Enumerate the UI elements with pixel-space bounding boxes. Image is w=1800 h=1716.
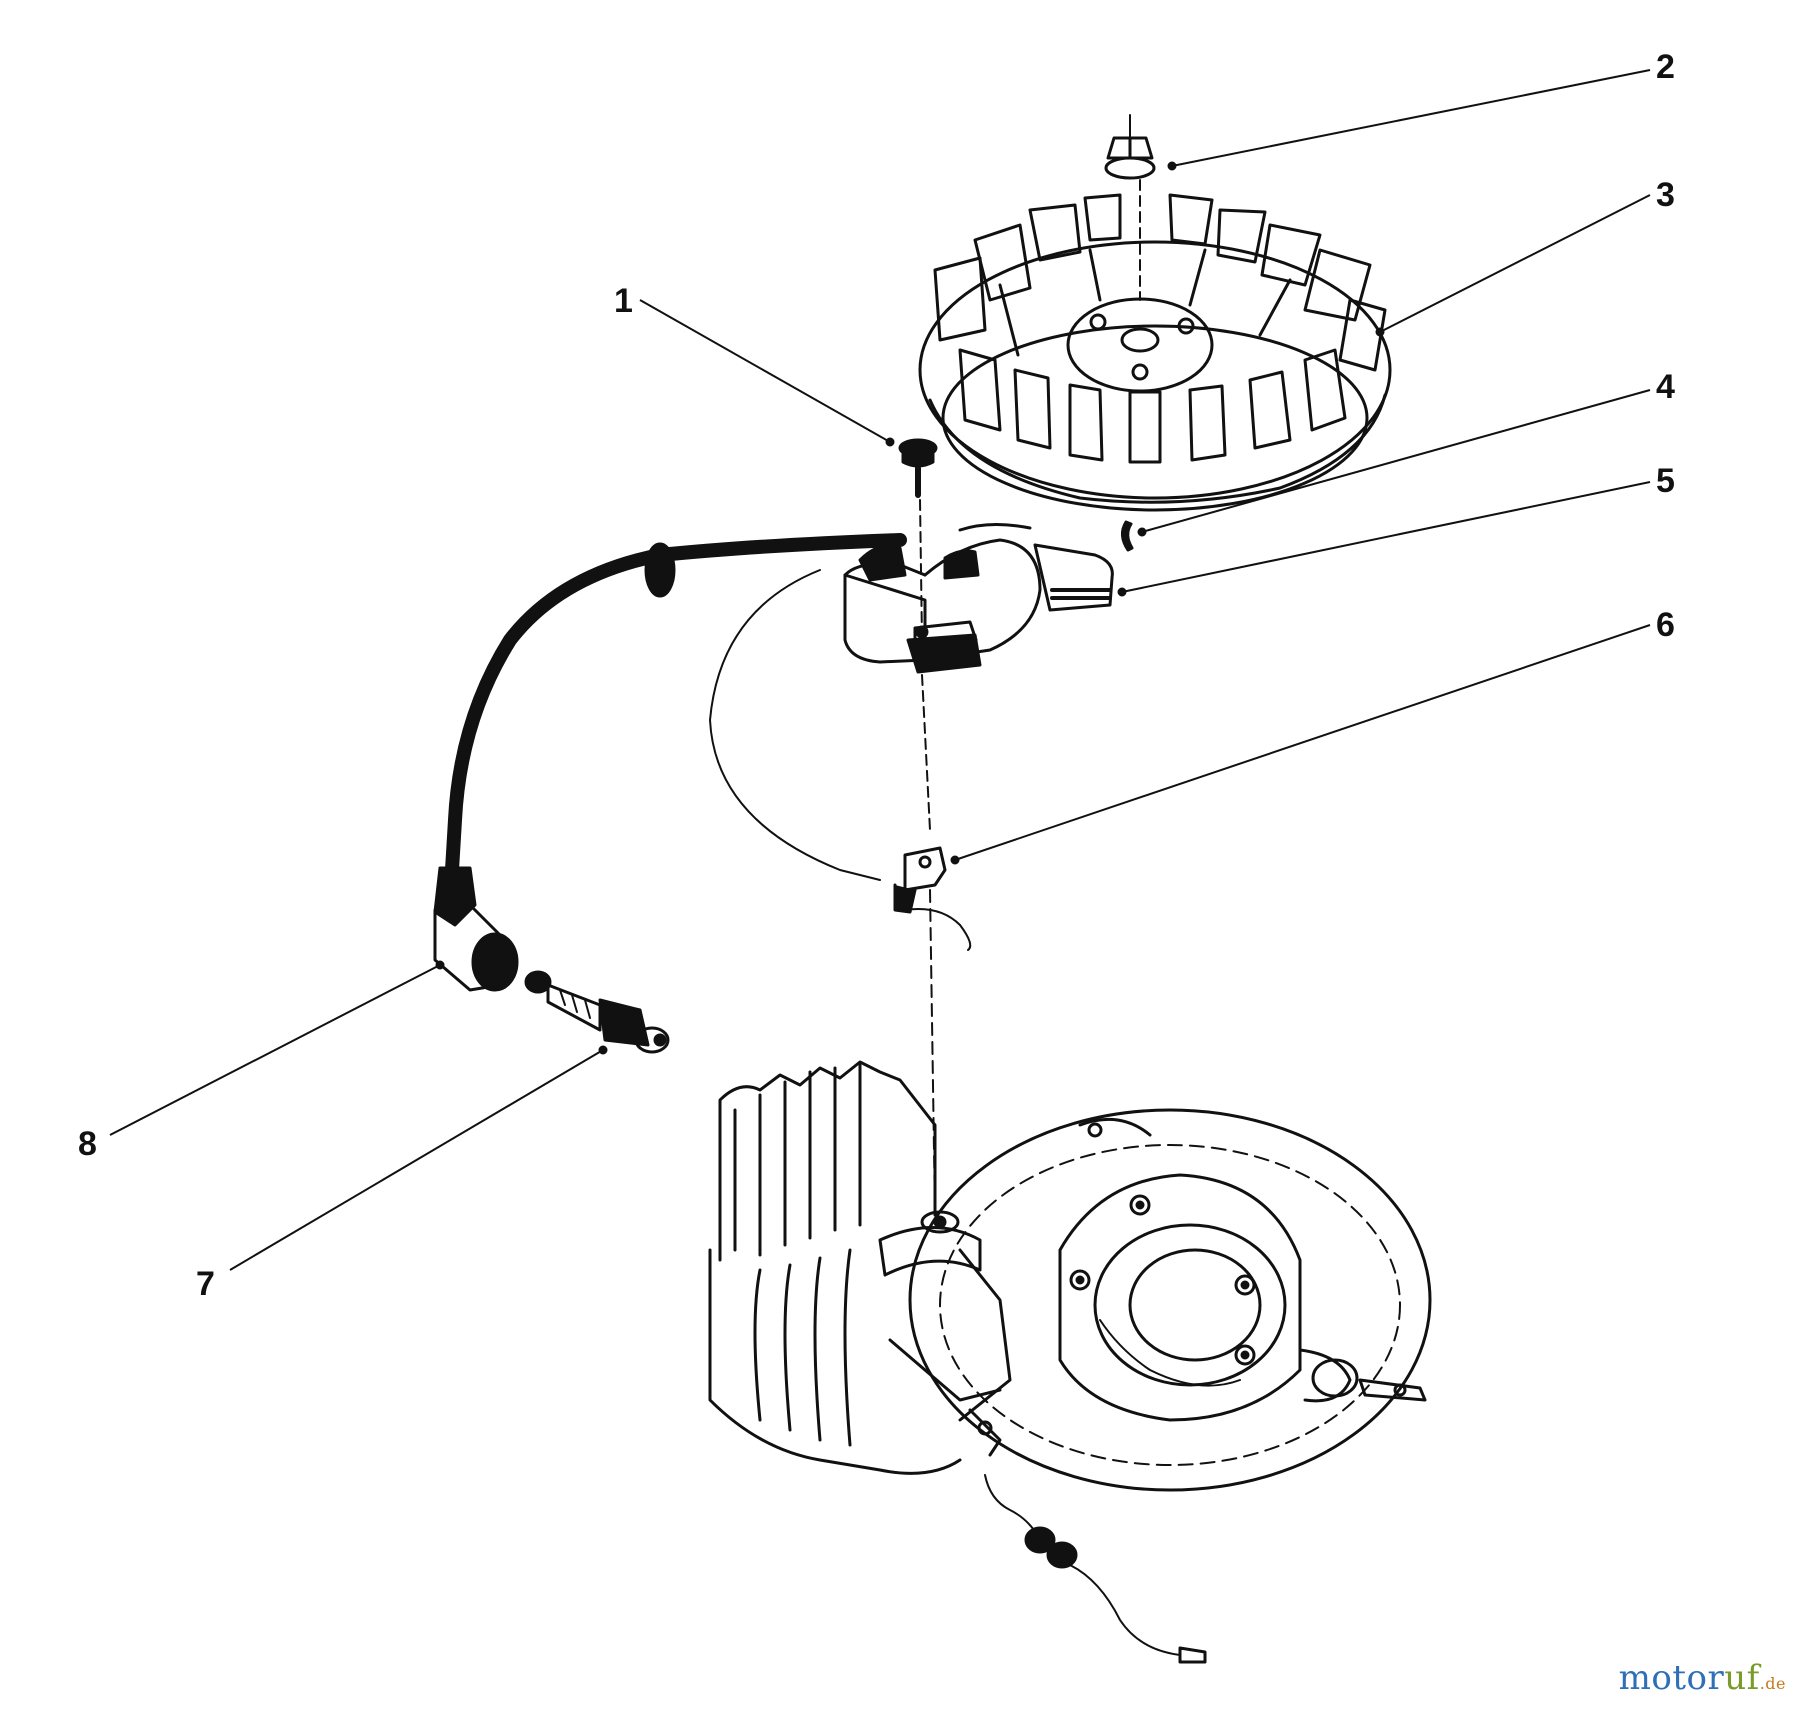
leader-line-2	[1167, 69, 1651, 171]
callout-2: 2	[1656, 48, 1675, 86]
callout-labels: 1 2 3 4 5 6 7 8	[78, 48, 1675, 1303]
leader-line-4	[1137, 389, 1651, 537]
leader-lines	[109, 69, 1651, 1271]
spark-plug-illustration	[524, 970, 670, 1054]
leader-line-6	[950, 624, 1651, 865]
screw-illustration	[898, 438, 938, 641]
flywheel-nut-illustration	[1104, 114, 1156, 301]
spark-plug-lead-illustration	[445, 533, 907, 877]
watermark-logo: motoruf.de	[1619, 1658, 1786, 1698]
callout-1: 1	[614, 282, 633, 320]
leader-line-8	[109, 960, 445, 1136]
callout-4: 4	[1656, 368, 1675, 406]
drawing-linework	[433, 114, 1432, 1664]
spark-plug-boot-illustration	[433, 866, 519, 992]
callout-5: 5	[1656, 462, 1675, 500]
watermark-brand-part2: uf	[1724, 1658, 1760, 1698]
watermark-brand-part1: motor	[1618, 1658, 1725, 1698]
flywheel-illustration	[918, 193, 1392, 512]
leader-line-1	[639, 299, 895, 447]
ground-wire-illustration	[984, 1474, 1207, 1664]
callout-8: 8	[78, 1125, 97, 1163]
leader-line-5	[1117, 481, 1651, 597]
flywheel-key-illustration	[1121, 520, 1134, 552]
crankcase-illustration	[908, 1108, 1432, 1492]
ignition-coil-illustration	[843, 522, 1114, 831]
leader-line-7	[229, 1045, 608, 1271]
watermark-domain: .de	[1759, 1674, 1786, 1693]
engine-block-illustration	[708, 1060, 1012, 1475]
callout-6: 6	[1656, 606, 1675, 644]
callout-7: 7	[196, 1265, 215, 1303]
callout-3: 3	[1656, 176, 1675, 214]
leader-line-3	[1375, 194, 1651, 337]
